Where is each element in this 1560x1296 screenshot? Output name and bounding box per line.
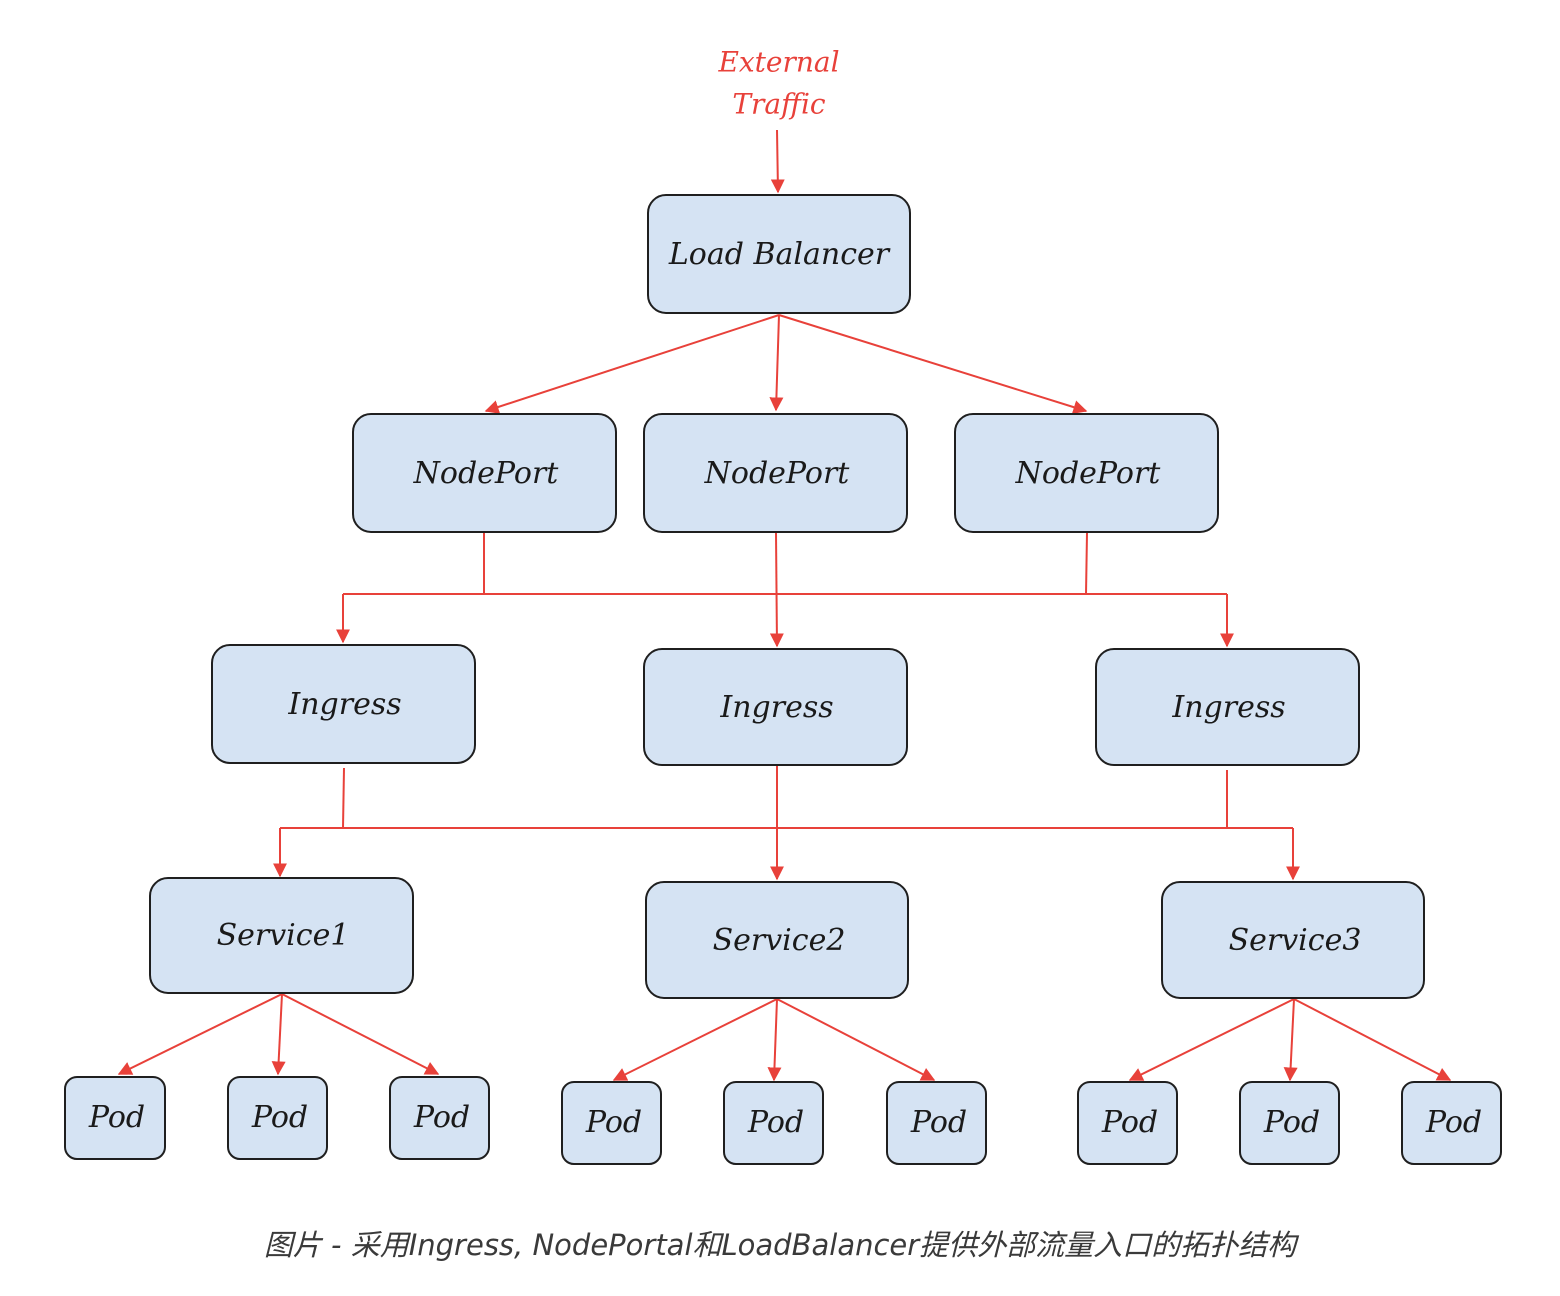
service-node-1: Service1	[149, 877, 414, 994]
edge-lb-to-nodeport-2	[769, 314, 784, 412]
pod-label: Pod	[1101, 1105, 1158, 1140]
pod-node-2: Pod	[227, 1076, 328, 1160]
ingress-label: Ingress	[719, 690, 833, 725]
nodeport-node-3: NodePort	[954, 413, 1219, 533]
pod-node-5: Pod	[723, 1081, 824, 1165]
load-balancer-label: Load Balancer	[668, 237, 891, 272]
external-traffic-label-line2: Traffic	[732, 88, 826, 121]
edge-service-3-to-pod-9	[1293, 998, 1452, 1081]
edge-external-to-lb	[770, 129, 785, 194]
topology-diagram: External Traffic	[64, 46, 1502, 1165]
edge-ingress-1-down	[342, 767, 345, 829]
edges	[117, 129, 1452, 1082]
pod-label: Pod	[88, 1100, 145, 1135]
service-node-2: Service2	[645, 881, 909, 999]
pod-node-4: Pod	[561, 1081, 662, 1165]
nodeport-node-2: NodePort	[643, 413, 908, 533]
nodeport-label: NodePort	[413, 456, 560, 491]
pod-node-9: Pod	[1401, 1081, 1502, 1165]
ingress-label: Ingress	[287, 687, 401, 722]
service-label: Service1	[217, 918, 350, 953]
edge-nodeport-2-to-ingress-2	[769, 532, 784, 648]
pod-node-6: Pod	[886, 1081, 987, 1165]
ingress-node-1: Ingress	[211, 644, 476, 764]
pod-label: Pod	[413, 1100, 470, 1135]
pod-label: Pod	[251, 1100, 308, 1135]
service-label: Service2	[713, 923, 846, 958]
edge-service-2-to-pod-4	[612, 998, 778, 1081]
pod-label: Pod	[1425, 1105, 1482, 1140]
pod-node-1: Pod	[64, 1076, 166, 1160]
edge-lb-to-nodeport-3	[778, 314, 1088, 414]
edge-lb-to-nodeport-1	[484, 314, 780, 414]
nodeport-node-1: NodePort	[352, 413, 617, 533]
pod-label: Pod	[585, 1105, 642, 1140]
external-traffic-label-line1: External	[717, 46, 839, 79]
edge-service-2-to-pod-5	[767, 998, 782, 1082]
ingress-label: Ingress	[1171, 690, 1285, 725]
edge-service-1-to-pod-3	[281, 993, 440, 1075]
edge-service-1-to-pod-2	[271, 993, 286, 1076]
edge-service-3-to-pod-7	[1128, 998, 1295, 1081]
load-balancer-node: Load Balancer	[647, 194, 911, 314]
ingress-node-2: Ingress	[643, 648, 908, 766]
edge-nodeport-3-down	[1085, 532, 1088, 595]
pod-label: Pod	[910, 1105, 967, 1140]
edge-service-1-to-pod-1	[117, 993, 283, 1075]
pod-node-3: Pod	[389, 1076, 490, 1160]
nodeport-label: NodePort	[1015, 456, 1162, 491]
service-label: Service3	[1229, 923, 1362, 958]
pod-node-7: Pod	[1077, 1081, 1178, 1165]
edge-service-2-to-pod-6	[776, 998, 936, 1081]
pod-label: Pod	[1263, 1105, 1320, 1140]
service-node-3: Service3	[1161, 881, 1425, 999]
ingress-node-3: Ingress	[1095, 648, 1360, 766]
pod-node-8: Pod	[1239, 1081, 1340, 1165]
pod-label: Pod	[747, 1105, 804, 1140]
figure-caption: 图片 - 采用Ingress, NodePortal和LoadBalancer提…	[263, 1228, 1297, 1262]
nodeport-label: NodePort	[704, 456, 851, 491]
edge-service-3-to-pod-8	[1283, 998, 1298, 1082]
